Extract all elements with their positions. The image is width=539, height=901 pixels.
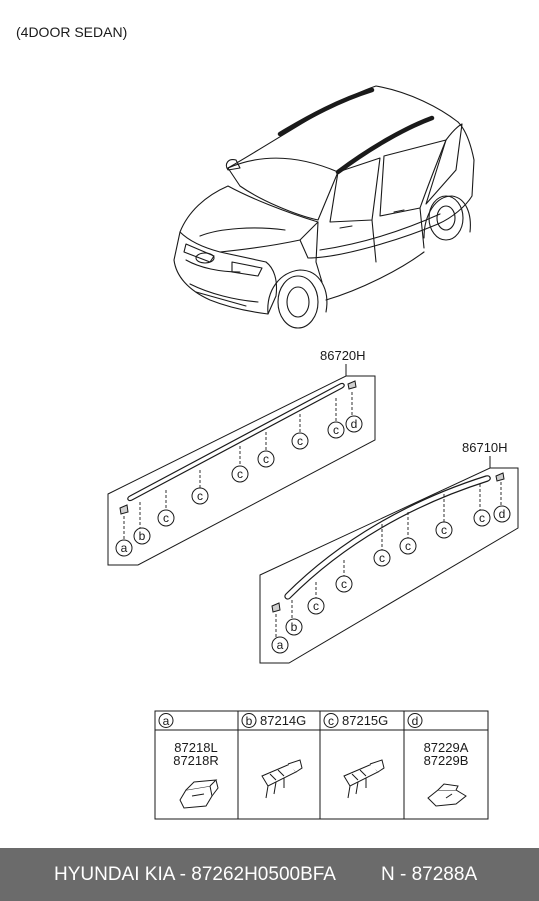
mounting-clip-icon <box>343 759 385 799</box>
callout-label: c <box>263 452 269 466</box>
callout-circle <box>257 450 275 468</box>
legend-letter: c <box>328 714 334 728</box>
callout-label: c <box>441 523 447 537</box>
legend-letter-circle <box>407 713 423 728</box>
legend-part-number: 87214G <box>260 713 306 728</box>
callout-circle <box>291 432 309 450</box>
legend-cell-part-number: 87218R <box>173 753 219 768</box>
legend-letter: d <box>412 714 419 728</box>
callout-circle <box>493 505 511 523</box>
legend-headers: a b 87214G c 87215G d <box>158 713 423 728</box>
callout-circle <box>191 487 209 505</box>
footer-part-number: HYUNDAI KIA - 87262H0500BFA <box>54 864 336 885</box>
clip-a-icon <box>119 504 129 515</box>
callout-label: b <box>291 620 298 634</box>
callout-label: c <box>313 599 319 613</box>
callout-label: c <box>297 434 303 448</box>
callout-circle <box>345 415 363 433</box>
legend-part-number: 87215G <box>342 713 388 728</box>
callout-circle <box>157 509 175 527</box>
assembly-part-number: 86710H <box>462 440 508 455</box>
callout-label: c <box>341 577 347 591</box>
end-cap-icon <box>427 783 467 807</box>
legend-cell-part-number: 87218L <box>174 740 217 755</box>
callout-label: c <box>163 511 169 525</box>
clip-d-icon <box>495 472 505 482</box>
roof-molding-strip <box>127 382 345 502</box>
callout-label: c <box>479 511 485 525</box>
assembly-86720h: 86720H <box>107 348 376 566</box>
callout-label: c <box>405 539 411 553</box>
assembly-part-number: 86720H <box>320 348 366 363</box>
callout-circle <box>271 636 289 654</box>
clip-d-icon <box>347 380 357 390</box>
car-illustration <box>173 85 475 329</box>
callout-label: c <box>197 489 203 503</box>
callout-label: a <box>121 541 128 555</box>
legend-letter: a <box>163 714 170 728</box>
legend-cell-part-number: 87229B <box>424 753 469 768</box>
callout-label: a <box>277 638 284 652</box>
callout-circle <box>307 597 325 615</box>
footer-bar: HYUNDAI KIA - 87262H0500BFA N - 87288A <box>0 848 539 901</box>
parts-diagram: 86720H 86710H <box>107 85 519 820</box>
legend-letter-circle <box>241 713 257 728</box>
mounting-clip-icon <box>261 759 303 799</box>
callout-label: c <box>333 423 339 437</box>
roof-molding-strip <box>284 475 491 600</box>
legend-letter-circle <box>158 713 174 728</box>
callout-circle <box>373 549 391 567</box>
callout-circle <box>335 575 353 593</box>
variant-label: (4DOOR SEDAN) <box>16 24 128 40</box>
assembly-86710h: 86710H <box>259 440 519 664</box>
callout-circle <box>473 509 491 527</box>
callout-label: c <box>237 467 243 481</box>
callout-circle <box>115 539 133 557</box>
clip-a-icon <box>271 602 281 613</box>
callout-circle <box>435 521 453 539</box>
callout-circle <box>327 421 345 439</box>
callout-circle <box>285 618 303 636</box>
callout-label: d <box>351 417 358 431</box>
legend-letter: b <box>246 714 253 728</box>
callout-circle <box>399 537 417 555</box>
footer-reference: N - 87288A <box>381 864 478 885</box>
callout-label: c <box>379 551 385 565</box>
clip-block-icon <box>179 779 219 809</box>
legend-cell-part-number: 87229A <box>424 740 469 755</box>
legend-table <box>154 710 489 820</box>
legend-letter-circle <box>323 713 339 728</box>
callout-label: b <box>139 529 146 543</box>
callout-circle <box>231 465 249 483</box>
callout-label: d <box>499 507 506 521</box>
callout-circle <box>133 527 151 545</box>
